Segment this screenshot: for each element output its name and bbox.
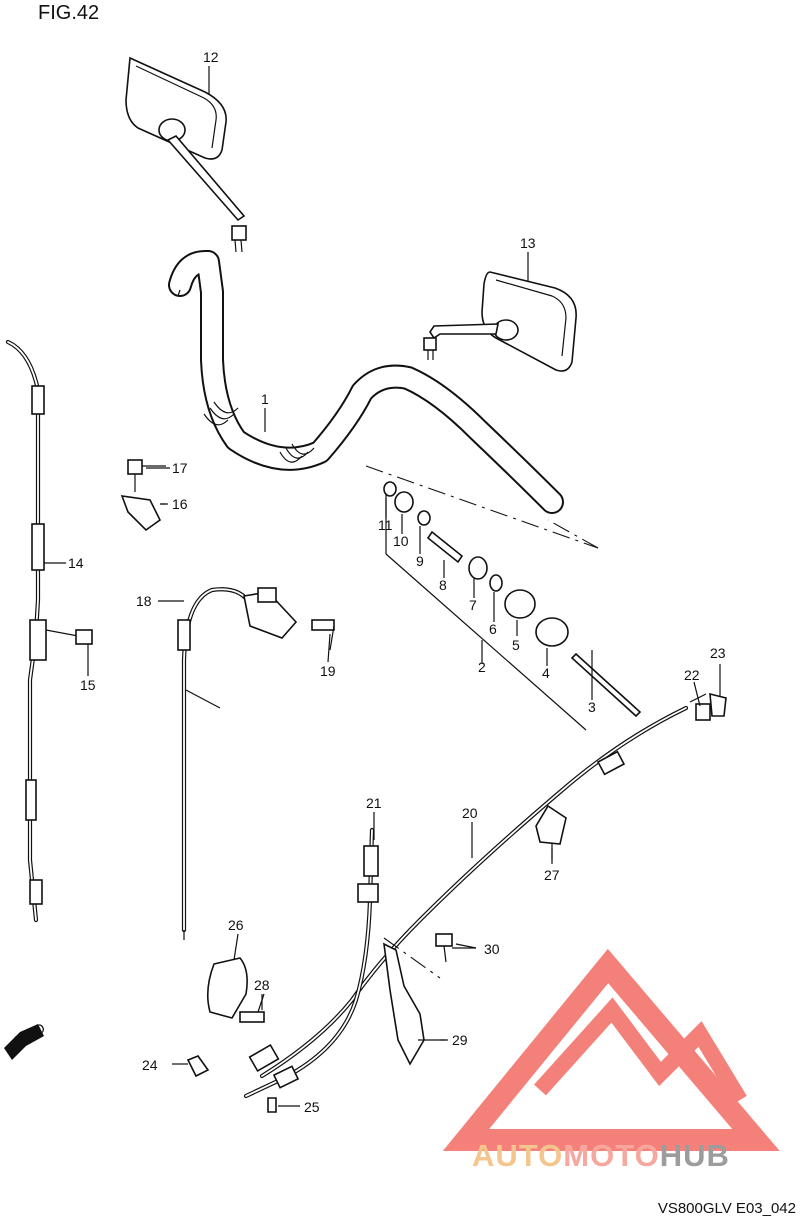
callout-leaders	[44, 66, 721, 1041]
callout-8: 8	[439, 577, 447, 593]
callout-27: 27	[544, 867, 560, 883]
callout-4: 4	[542, 665, 550, 681]
cable-holder	[695, 692, 727, 721]
clutch-cable	[248, 693, 707, 1079]
logo-word-auto: AUTO	[472, 1138, 564, 1173]
callout-14: 14	[68, 555, 84, 571]
callout-6: 6	[489, 621, 497, 637]
callout-18: 18	[136, 593, 152, 609]
callout-16: 16	[172, 496, 188, 512]
callout-2: 2	[478, 659, 486, 675]
callout-21: 21	[366, 795, 382, 811]
mirror-right	[423, 271, 577, 372]
callout-labels: 12 13 1 17 16 11 10 9 8 7 6 5 4 2 3 14 1…	[68, 49, 726, 1115]
callout-1: 1	[261, 391, 269, 407]
callout-10: 10	[393, 533, 409, 549]
callout-30: 30	[484, 941, 500, 957]
callout-17: 17	[172, 460, 188, 476]
callout-5: 5	[512, 637, 520, 653]
callout-15: 15	[80, 677, 96, 693]
callout-22: 22	[684, 667, 700, 683]
callout-3: 3	[588, 699, 596, 715]
mounting-bracket	[383, 933, 476, 1066]
callout-29: 29	[452, 1032, 468, 1048]
mirror-left	[125, 56, 247, 253]
fwd-label: FWD	[12, 1020, 48, 1049]
callout-11: 11	[378, 517, 393, 533]
callout-24: 24	[142, 1057, 158, 1073]
drawing-code: VS800GLV E03_042	[657, 1200, 796, 1217]
callout-23: 23	[710, 645, 726, 661]
callout-26: 26	[228, 917, 244, 933]
callout-12: 12	[203, 49, 219, 65]
callout-19: 19	[320, 663, 336, 679]
brake-cable	[243, 827, 379, 1099]
forward-arrow-icon: FWD	[4, 1020, 48, 1060]
logo-word-hub: HUB	[659, 1138, 730, 1173]
logo-wordmark: AUTOMOTOHUB	[472, 1138, 730, 1174]
callout-20: 20	[462, 805, 478, 821]
brake-switch	[172, 1055, 300, 1113]
callout-13: 13	[520, 235, 536, 251]
figure-title: FIG.42	[38, 2, 100, 24]
handlebar	[168, 250, 564, 514]
logo-word-moto: MOTO	[563, 1138, 660, 1173]
logo-emblem	[442, 948, 780, 1151]
callout-28: 28	[254, 977, 270, 993]
cable-bracket	[535, 804, 567, 860]
bar-end-assembly	[365, 465, 642, 731]
callout-7: 7	[469, 597, 477, 613]
throttle-cable	[5, 339, 93, 923]
callout-9: 9	[416, 553, 424, 569]
starter-cable	[177, 587, 335, 940]
lever-cover	[206, 957, 265, 1023]
bracket-and-bolt	[120, 459, 166, 532]
callout-25: 25	[304, 1099, 320, 1115]
